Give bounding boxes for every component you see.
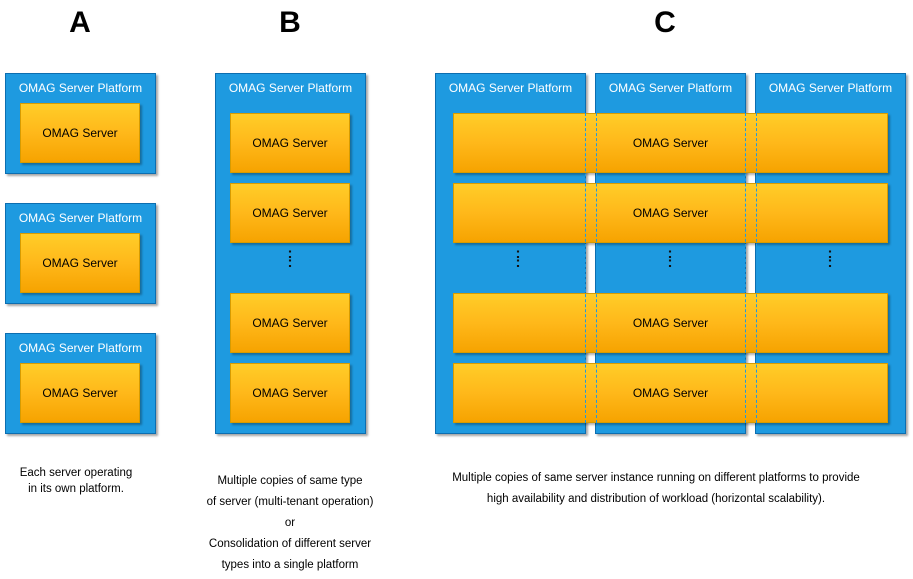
ellipsis-dots-icon: :: xyxy=(287,245,293,271)
caption-c-line-2: high availability and distribution of wo… xyxy=(486,493,826,505)
omag-server-b-2: OMAG Server xyxy=(230,183,350,243)
caption-a-line-2: in its own platform. xyxy=(28,483,124,495)
ellipsis-dots-icon: :: xyxy=(827,245,833,271)
caption-a-line-1: Each server operating xyxy=(19,467,133,479)
platform-label: OMAG Server Platform xyxy=(228,81,353,95)
omag-server-b-3: OMAG Server xyxy=(230,293,350,353)
omag-server-b-4: OMAG Server xyxy=(230,363,350,423)
ellipsis-dots-icon: :: xyxy=(515,245,521,271)
platform-label: OMAG Server Platform xyxy=(768,81,893,95)
omag-server-c-2: OMAG Server xyxy=(453,183,888,243)
server-label: OMAG Server xyxy=(632,136,709,150)
platform-boundary-dashed-line xyxy=(756,113,757,423)
server-label: OMAG Server xyxy=(252,206,328,220)
caption-b-line-2: of server (multi-tenant operation) xyxy=(206,496,374,508)
caption-c-line-1: Multiple copies of same server instance … xyxy=(452,472,860,484)
heading-c: C xyxy=(654,6,676,39)
caption-c: Multiple copies of same server instance … xyxy=(436,470,876,508)
omag-server-c-3: OMAG Server xyxy=(453,293,888,353)
server-label: OMAG Server xyxy=(252,386,328,400)
platform-boundary-dashed-line xyxy=(585,113,586,423)
caption-b-line-5: types into a single platform xyxy=(221,559,359,571)
ellipsis-dots-icon: :: xyxy=(667,245,673,271)
omag-server-b-1: OMAG Server xyxy=(230,113,350,173)
server-label: OMAG Server xyxy=(632,316,709,330)
caption-a: Each server operating in its own platfor… xyxy=(6,465,146,497)
caption-b-line-3: or xyxy=(284,517,296,529)
heading-b: B xyxy=(279,6,301,39)
server-label: OMAG Server xyxy=(632,386,709,400)
server-label: OMAG Server xyxy=(632,206,709,220)
heading-a: A xyxy=(69,6,91,39)
server-label: OMAG Server xyxy=(42,386,118,400)
omag-server-a-3: OMAG Server xyxy=(20,363,140,423)
caption-b: Multiple copies of same type of server (… xyxy=(185,471,395,576)
platform-label: OMAG Server Platform xyxy=(448,81,573,95)
platform-label: OMAG Server Platform xyxy=(18,211,143,225)
platform-label: OMAG Server Platform xyxy=(608,81,733,95)
platform-boundary-dashed-line xyxy=(745,113,746,423)
omag-server-c-1: OMAG Server xyxy=(453,113,888,173)
omag-server-c-4: OMAG Server xyxy=(453,363,888,423)
server-label: OMAG Server xyxy=(252,136,328,150)
caption-b-line-1: Multiple copies of same type xyxy=(217,475,363,487)
caption-b-line-4: Consolidation of different server xyxy=(208,538,372,550)
server-label: OMAG Server xyxy=(252,316,328,330)
server-label: OMAG Server xyxy=(42,126,118,140)
omag-server-a-1: OMAG Server xyxy=(20,103,140,163)
omag-server-a-2: OMAG Server xyxy=(20,233,140,293)
platform-boundary-dashed-line xyxy=(596,113,597,423)
platform-label: OMAG Server Platform xyxy=(18,81,143,95)
server-label: OMAG Server xyxy=(42,256,118,270)
platform-label: OMAG Server Platform xyxy=(18,341,143,355)
